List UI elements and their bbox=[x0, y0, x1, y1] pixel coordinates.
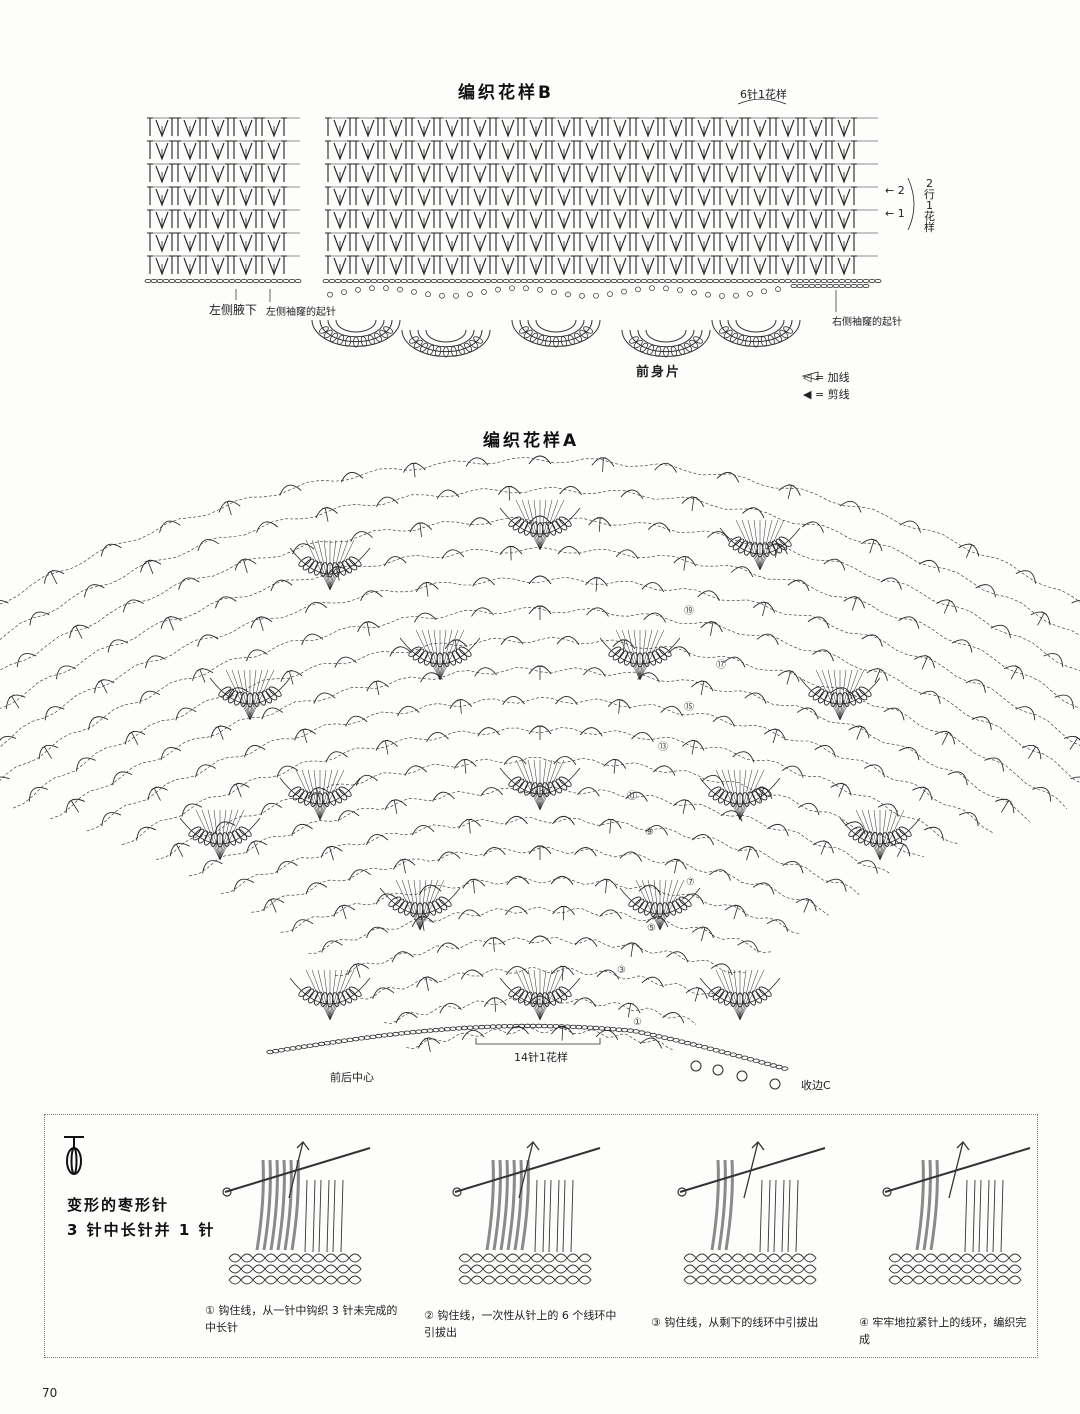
row-number: ⑰ bbox=[716, 656, 726, 671]
pattern-a-title: 编织花样A bbox=[483, 426, 579, 451]
left-sleeve-start-label: 左侧袖窿的起针 bbox=[266, 303, 336, 318]
row-number: ⑲ bbox=[684, 602, 694, 617]
page-number: 70 bbox=[42, 1386, 57, 1400]
step-1-caption: ① 钩住线，从一针中钩织 3 针未完成的中长针 bbox=[205, 1302, 405, 1336]
row-number: ⑮ bbox=[684, 698, 694, 713]
edging-c-label: 收边C bbox=[801, 1077, 831, 1093]
step-4-caption: ④ 牢牢地拉紧针上的线环，编织完成 bbox=[859, 1314, 1029, 1348]
cut-yarn-icon: ◀ bbox=[803, 388, 811, 401]
row-number: ⑬ bbox=[658, 738, 668, 753]
center-front-back-label: 前后中心 bbox=[330, 1069, 374, 1085]
technique-title: 变形的枣形针 bbox=[67, 1194, 169, 1215]
front-body-label: 前身片 bbox=[636, 361, 681, 380]
add-yarn-icon: ◁ bbox=[803, 371, 811, 384]
row-number: ⑤ bbox=[647, 923, 656, 934]
row-marker-1: ← 1 bbox=[885, 207, 905, 220]
step-2-caption: ② 钩住线，一次性从针上的 6 个线环中引拔出 bbox=[424, 1307, 624, 1341]
pattern-b-front-edging bbox=[312, 286, 800, 357]
right-sleeve-start-label: 右侧袖窿的起针 bbox=[832, 313, 902, 328]
row-number: ⑪ bbox=[627, 787, 637, 802]
legend-add-yarn: ◁ = 加线 bbox=[803, 369, 850, 385]
row-repeat-label: 2 行 1 花 样 bbox=[924, 178, 935, 233]
row-number: ③ bbox=[617, 965, 626, 976]
step-3-caption: ③ 钩住线，从剩下的线环中引拔出 bbox=[651, 1314, 821, 1331]
pattern-b-stitch-grid bbox=[145, 99, 914, 380]
row-number: ⑨ bbox=[645, 827, 654, 838]
row-number: ⑦ bbox=[686, 877, 695, 888]
legend-cut-yarn: ◀ = 剪线 bbox=[803, 386, 850, 402]
puff-stitch-symbol-icon bbox=[62, 1135, 86, 1185]
pattern-a-repeat-label: 14针1花样 bbox=[514, 1049, 568, 1065]
left-underarm-label: 左侧腋下 bbox=[209, 301, 257, 318]
row-marker-2: ← 2 bbox=[885, 184, 905, 197]
technique-subtitle: 3 针中长针并 1 针 bbox=[67, 1219, 216, 1240]
row-number: ① bbox=[633, 1017, 642, 1028]
pattern-a-chart bbox=[0, 456, 1080, 1089]
